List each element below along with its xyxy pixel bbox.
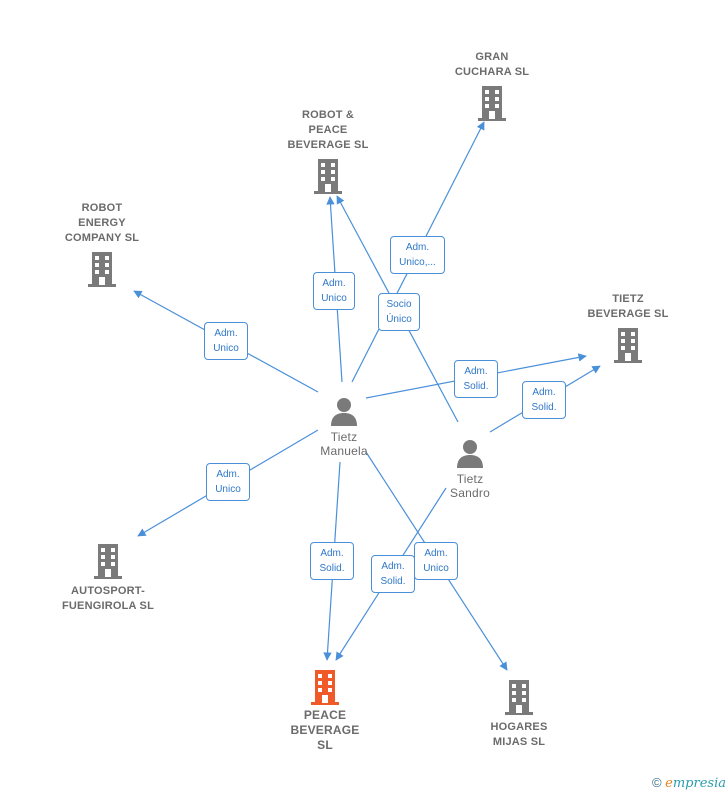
edge-label-adm-unico-robot-peace[interactable]: Adm. Unico bbox=[313, 272, 355, 310]
building-icon bbox=[88, 252, 116, 287]
edge-label-adm-solid-tietz-manuela[interactable]: Adm. Solid. bbox=[454, 360, 498, 398]
company-robot-peace-beverage[interactable]: ROBOT & PEACE BEVERAGE SL bbox=[272, 108, 384, 195]
edge-label-adm-unico-autosport[interactable]: Adm. Unico bbox=[206, 463, 250, 501]
person-tietz-manuela[interactable]: Tietz Manuela bbox=[304, 396, 384, 458]
person-label: Tietz Sandro bbox=[450, 472, 490, 500]
company-gran-cuchara[interactable]: GRAN CUCHARA SL bbox=[436, 50, 548, 122]
building-icon bbox=[94, 544, 122, 579]
company-label: PEACE BEVERAGE SL bbox=[290, 708, 360, 752]
empresia-credit[interactable]: © empresia bbox=[652, 775, 726, 791]
edge-label-adm-unico-gran[interactable]: Adm. Unico,... bbox=[390, 236, 445, 274]
person-icon bbox=[331, 398, 357, 426]
copyright-symbol: © bbox=[651, 775, 662, 790]
building-icon bbox=[614, 328, 642, 363]
edge-label-adm-solid-peace-manuela[interactable]: Adm. Solid. bbox=[310, 542, 354, 580]
building-icon-main bbox=[311, 670, 339, 705]
brand-name: mpresia bbox=[672, 776, 726, 791]
company-peace-beverage[interactable]: PEACE BEVERAGE SL bbox=[269, 668, 381, 753]
company-label: TIETZ BEVERAGE SL bbox=[587, 293, 669, 320]
company-hogares-mijas[interactable]: HOGARES MIJAS SL bbox=[463, 678, 575, 750]
company-robot-energy[interactable]: ROBOT ENERGY COMPANY SL bbox=[46, 201, 158, 288]
edge-label-adm-unico-robot-energy[interactable]: Adm. Unico bbox=[204, 322, 248, 360]
company-label: AUTOSPORT- FUENGIROLA SL bbox=[61, 585, 155, 612]
building-icon bbox=[478, 86, 506, 121]
company-tietz-beverage[interactable]: TIETZ BEVERAGE SL bbox=[572, 292, 684, 364]
edge-label-adm-solid-peace-sandro[interactable]: Adm. Solid. bbox=[371, 555, 415, 593]
building-icon bbox=[505, 680, 533, 715]
person-tietz-sandro[interactable]: Tietz Sandro bbox=[430, 438, 510, 500]
person-icon bbox=[457, 440, 483, 468]
edge-label-adm-unico-hogares[interactable]: Adm. Unico bbox=[414, 542, 458, 580]
brand-initial: e bbox=[665, 776, 673, 791]
company-label: HOGARES MIJAS SL bbox=[490, 721, 548, 748]
edge-label-adm-solid-tietz-sandro[interactable]: Adm. Solid. bbox=[522, 381, 566, 419]
edge-label-socio-unico[interactable]: Socio Único bbox=[378, 293, 420, 331]
company-label: GRAN CUCHARA SL bbox=[454, 51, 530, 78]
building-icon bbox=[314, 159, 342, 194]
person-label: Tietz Manuela bbox=[320, 430, 368, 458]
company-autosport-fuengirola[interactable]: AUTOSPORT- FUENGIROLA SL bbox=[52, 542, 164, 614]
company-label: ROBOT ENERGY COMPANY SL bbox=[64, 202, 140, 244]
company-label: ROBOT & PEACE BEVERAGE SL bbox=[287, 109, 369, 151]
